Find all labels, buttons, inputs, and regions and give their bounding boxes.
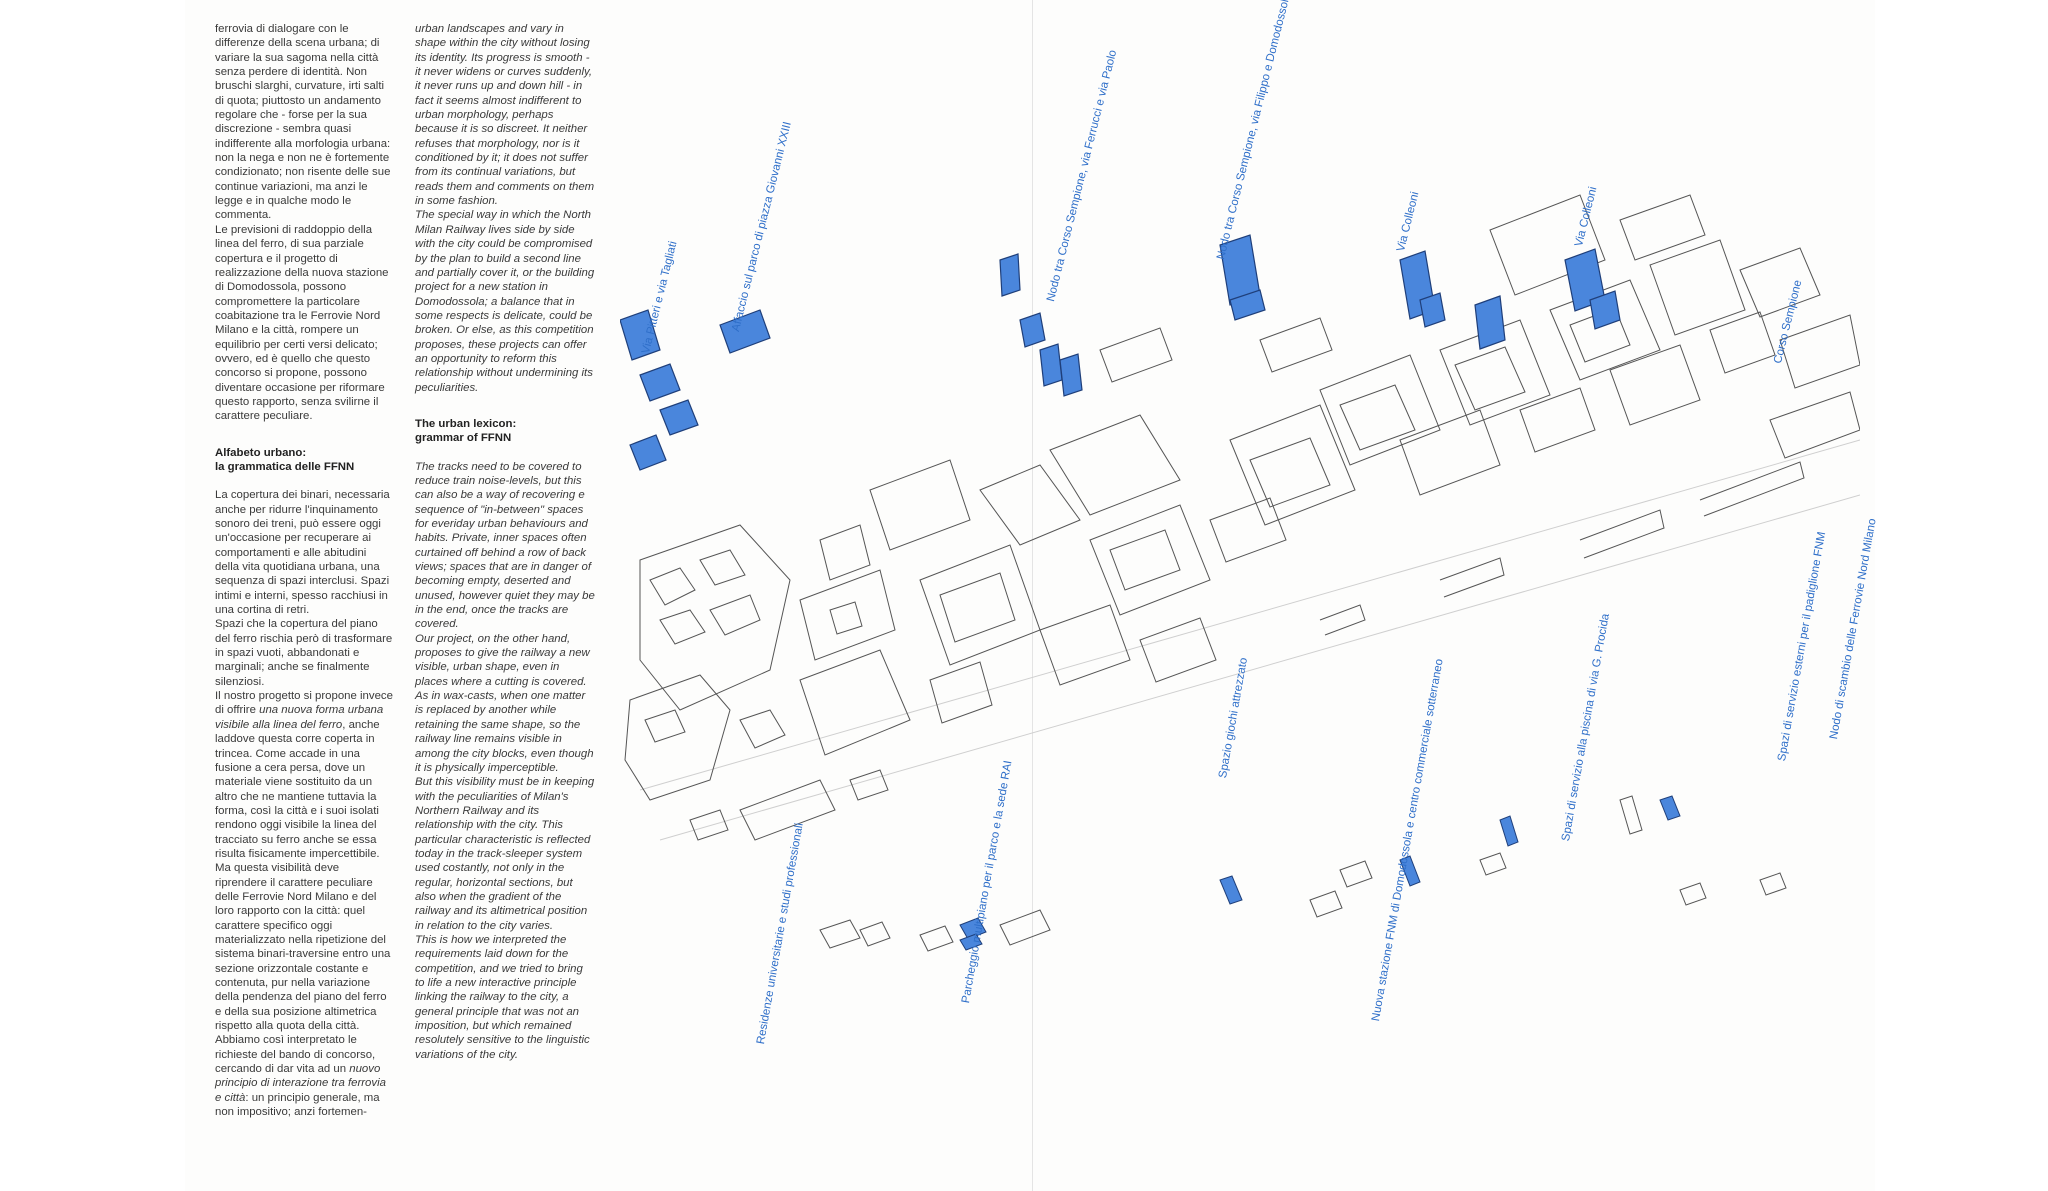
italian-text-column: ferrovia di dialogare con le differenze … [215,22,393,1119]
italian-section-heading: Alfabeto urbano: la grammatica delle FFN… [215,446,393,475]
english-heading-line-1: The urban lexicon: [415,417,517,430]
italian-p7-b: : un principio generale, ma non impositi… [215,1091,380,1119]
english-paragraph-5: But this visibility must be in keeping w… [415,776,595,932]
italian-heading-line-1: Alfabeto urbano: [215,446,307,459]
book-spread [185,0,1875,1191]
italian-paragraph-4: Spazi che la copertura del piano del fer… [215,618,393,688]
italian-p5-emphasis: una nuova forma urbana visibile alla lin… [215,704,384,731]
english-paragraph-6: This is how we interpreted the requireme… [415,933,590,1061]
italian-paragraph-7: Abbiamo così interpretato le richieste d… [215,1033,393,1119]
italian-p7-emphasis: nuovo principio di interazione tra ferro… [215,1063,386,1104]
italian-paragraph-6: Ma questa visibilità deve riprendere il … [215,862,391,1033]
italian-paragraph-5: Il nostro progetto si propone invece di … [215,689,393,861]
italian-heading-line-2: la grammatica delle FFNN [215,460,355,473]
urban-axonometric-plan [620,194,1860,952]
italian-paragraph-2: Le previsioni di raddoppio della linea d… [215,223,389,423]
english-paragraph-2: The special way in which the North Milan… [415,209,595,394]
english-paragraph-4: Our project, on the other hand, proposes… [415,632,594,774]
italian-paragraph-3: La copertura dei binari, necessaria anch… [215,489,390,617]
english-intro: urban landscapes and vary in shape withi… [415,23,595,208]
italian-p7-a: Abbiamo così interpretato le richieste d… [215,1034,376,1076]
italian-p5-a: Il nostro progetto si propone invece di … [215,690,393,717]
english-section-heading: The urban lexicon: grammar of FFNN [415,417,595,446]
english-heading-line-2: grammar of FFNN [415,432,512,445]
italian-intro: ferrovia di dialogare con le differenze … [215,23,391,222]
page-fold [1032,0,1033,1191]
italian-p5-b: , anche laddove questa corre coperta in … [215,718,380,860]
english-text-column: urban landscapes and vary in shape withi… [415,22,595,1062]
english-paragraph-3: The tracks need to be covered to reduce … [415,460,595,631]
